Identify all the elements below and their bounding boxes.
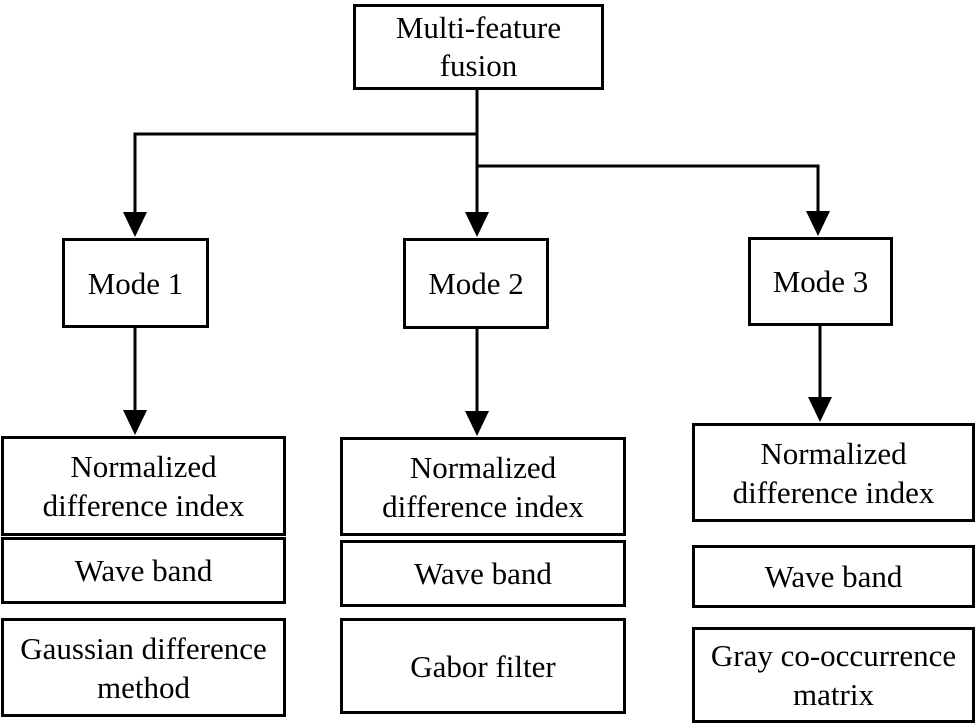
node-mode-2: Mode 2: [403, 238, 549, 329]
node-mode-3: Mode 3: [748, 237, 893, 326]
node-mode3-wave-band: Wave band: [692, 545, 975, 608]
arrowhead-into-mode3-features: [808, 397, 832, 422]
node-mode3-normalized-difference-index: Normalized difference index: [692, 423, 975, 522]
node-mode1-gaussian-difference-method: Gaussian difference method: [1, 618, 286, 717]
node-mode1-normalized-difference-index: Normalized difference index: [1, 436, 286, 536]
connector-root-to-mode3: [477, 164, 820, 213]
node-mode-1: Mode 1: [62, 238, 209, 328]
node-mode2-wave-band: Wave band: [340, 540, 626, 607]
arrowhead-into-mode1-features: [123, 410, 147, 435]
node-mode3-gray-co-occurrence-matrix: Gray co-occurrence matrix: [692, 627, 975, 723]
arrowhead-into-mode2-features: [465, 411, 489, 436]
arrowhead-into-mode1: [123, 212, 147, 237]
arrowhead-into-mode3: [806, 211, 830, 236]
connector-root-to-mode1: [133, 132, 479, 214]
node-mode2-gabor-filter: Gabor filter: [340, 618, 626, 714]
node-mode1-wave-band: Wave band: [1, 537, 286, 604]
node-multi-feature-fusion: Multi-feature fusion: [353, 4, 604, 90]
node-mode2-normalized-difference-index: Normalized difference index: [340, 437, 626, 536]
arrowhead-into-mode2: [465, 212, 489, 237]
